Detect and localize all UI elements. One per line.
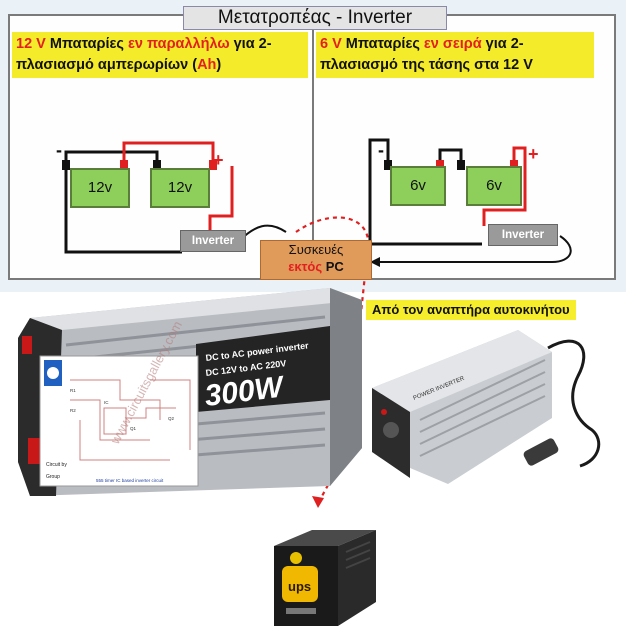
small-inverter-photo: POWER INVERTER <box>372 330 601 484</box>
svg-text:IC: IC <box>104 400 109 405</box>
series-description: 6 V Μπαταρίες εν σειρά για 2-πλασιασμό τ… <box>316 32 594 78</box>
voltage-6v-text: 6 V <box>320 36 342 52</box>
svg-text:R1: R1 <box>70 388 76 393</box>
voltage-double-text: για 2-πλασιασμό της τάσης στα 12 V <box>320 36 533 73</box>
svg-text:Q1: Q1 <box>130 426 137 431</box>
right-plus-sign: + <box>528 144 539 164</box>
parallel-text: εν παραλλήλω <box>128 36 230 52</box>
ups-photo: ups <box>274 530 376 626</box>
left-plus-sign: + <box>213 150 224 170</box>
diagram-title: Μετατροπέας - Inverter <box>183 6 447 30</box>
battery-6v-1-label: 6v <box>410 177 426 194</box>
voltage-12v-text: 12 V <box>16 36 46 52</box>
ups-logo-text: ups <box>288 579 311 594</box>
left-inverter-label: Inverter <box>180 230 246 252</box>
appliances-line2: εκτός PC <box>261 258 371 275</box>
parallel-description: 12 V Μπαταρίες εν παραλλήλω για 2-πλασια… <box>12 32 308 78</box>
battery-6v-1: 6v <box>390 166 446 206</box>
series-text: εν σειρά <box>423 36 482 52</box>
close-paren-text: ) <box>216 57 222 73</box>
appliances-line1: Συσκευές <box>288 242 344 257</box>
svg-text:R2: R2 <box>70 408 76 413</box>
battery-12v-2: 12v <box>150 168 210 208</box>
except-text: εκτός <box>288 259 323 274</box>
series-wiring <box>368 138 527 246</box>
ah-text: Ah <box>197 57 217 73</box>
svg-text:Q2: Q2 <box>168 416 175 421</box>
pc-text: PC <box>322 259 344 274</box>
battery-6v-2-label: 6v <box>486 177 502 194</box>
left-minus-sign: - <box>56 140 62 160</box>
car-lighter-caption: Από τον αναπτήρα αυτοκινήτου <box>366 300 576 320</box>
battery-12v-1: 12v <box>70 168 130 208</box>
parallel-wiring <box>62 141 234 254</box>
circuit-by-text: Circuit by <box>46 462 67 468</box>
battery-12v-1-label: 12v <box>87 179 113 196</box>
amphours-text: για 2-πλασιασμό αμπερωρίων ( <box>16 36 272 73</box>
right-minus-sign: - <box>378 140 384 160</box>
circuit-group-text: Group <box>46 474 60 480</box>
batteries-text: Μπαταρίες <box>45 36 128 52</box>
battery-6v-2: 6v <box>466 166 522 206</box>
right-inverter-label: Inverter <box>488 224 558 246</box>
appliances-box: Συσκευές εκτός PC <box>260 240 372 280</box>
circuit-caption: 555 timer IC based inverter circuit <box>96 478 164 483</box>
battery-12v-2-label: 12v <box>167 179 193 196</box>
batteries-series-text: Μπαταρίες <box>341 36 424 52</box>
